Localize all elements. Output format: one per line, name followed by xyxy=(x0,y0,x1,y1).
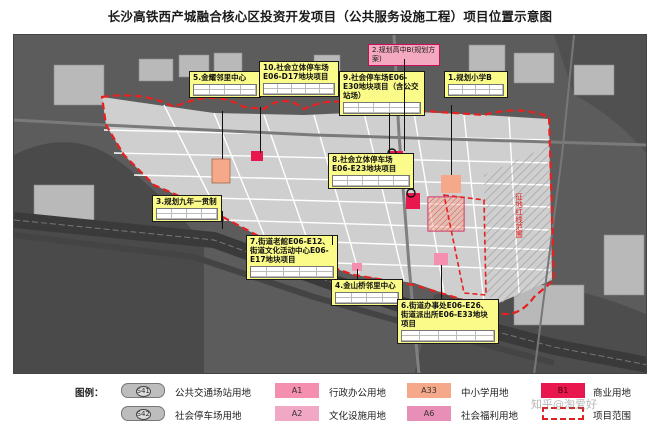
callout-7[interactable]: 7.街道老館E06-E12、街道文化活动中心E06-E17地块项目 xyxy=(246,235,338,280)
page-title: 长沙高铁西产城融合核心区投资开发项目（公共服务设施工程）项目位置示意图 xyxy=(107,9,553,24)
legend-swatch-s41: S41 xyxy=(121,383,165,398)
leader-line xyxy=(260,107,261,153)
legend-swatch-a2: A2 xyxy=(275,406,319,421)
legend-label-boundary: 项目范围 xyxy=(593,411,632,422)
legend-label-a2: 文化设施用地 xyxy=(329,411,387,422)
map-canvas[interactable]: 征地红线范围 1.规划小学B 2.规划高中B(规划方案) 3.规划九年一贯制 4… xyxy=(13,34,647,374)
callout-4[interactable]: 4.金山桥邻里中心 xyxy=(331,279,403,306)
callout-10[interactable]: 10.社会立体停车场E06-D17地块项目 xyxy=(259,61,339,97)
watermark: 知乎@淘爱好 xyxy=(531,398,597,411)
callout-6[interactable]: 6.街道办事处E06-E26、街道派出所E06-E33地块项目 xyxy=(397,299,499,344)
callout-1[interactable]: 1.规划小学B xyxy=(444,71,508,98)
legend-swatch-boundary xyxy=(542,407,584,420)
leader-line xyxy=(357,269,358,279)
legend-title: 图例： xyxy=(75,388,104,399)
legend-label-s41: 公共交通场站用地 xyxy=(175,388,252,399)
bus-station-icon: S41 xyxy=(135,386,151,397)
callout-3[interactable]: 3.规划九年一贯制 xyxy=(152,195,222,222)
legend-swatch-a1: A1 xyxy=(275,383,319,398)
legend-swatch-s42: S42 xyxy=(121,406,165,421)
callout-9[interactable]: 9.社会停车场E06-E30地块项目（含公交站场） xyxy=(339,71,425,116)
leader-line xyxy=(441,265,442,299)
parking-icon: S42 xyxy=(135,409,151,420)
legend-label-b1: 商业用地 xyxy=(593,388,632,399)
leader-line xyxy=(451,105,452,175)
leader-line xyxy=(389,113,390,153)
leader-line xyxy=(332,235,333,245)
leader-line xyxy=(404,59,405,151)
legend-swatch-a6: A6 xyxy=(407,406,451,421)
legend-label-a6: 社会福利用地 xyxy=(461,411,519,422)
legend-label-a1: 行政办公用地 xyxy=(329,388,387,399)
leader-line xyxy=(222,111,223,159)
legend-swatch-b1: B1 xyxy=(541,383,585,398)
legend-swatch-a33: A33 xyxy=(407,383,451,398)
leader-line xyxy=(222,211,223,229)
callout-8[interactable]: 8.社会立体停车场E06-E23地块项目 xyxy=(328,153,414,189)
legend-label-a33: 中小学用地 xyxy=(461,388,509,399)
legend-label-s42: 社会停车场用地 xyxy=(175,411,242,422)
callout-5[interactable]: 5.金耀邻里中心 xyxy=(189,71,261,98)
boundary-note: 征地红线范围 xyxy=(514,192,523,240)
map-legend: 图例： S41 公共交通场站用地 S42 社会停车场用地 A1 行政办公用地 A… xyxy=(13,380,647,437)
